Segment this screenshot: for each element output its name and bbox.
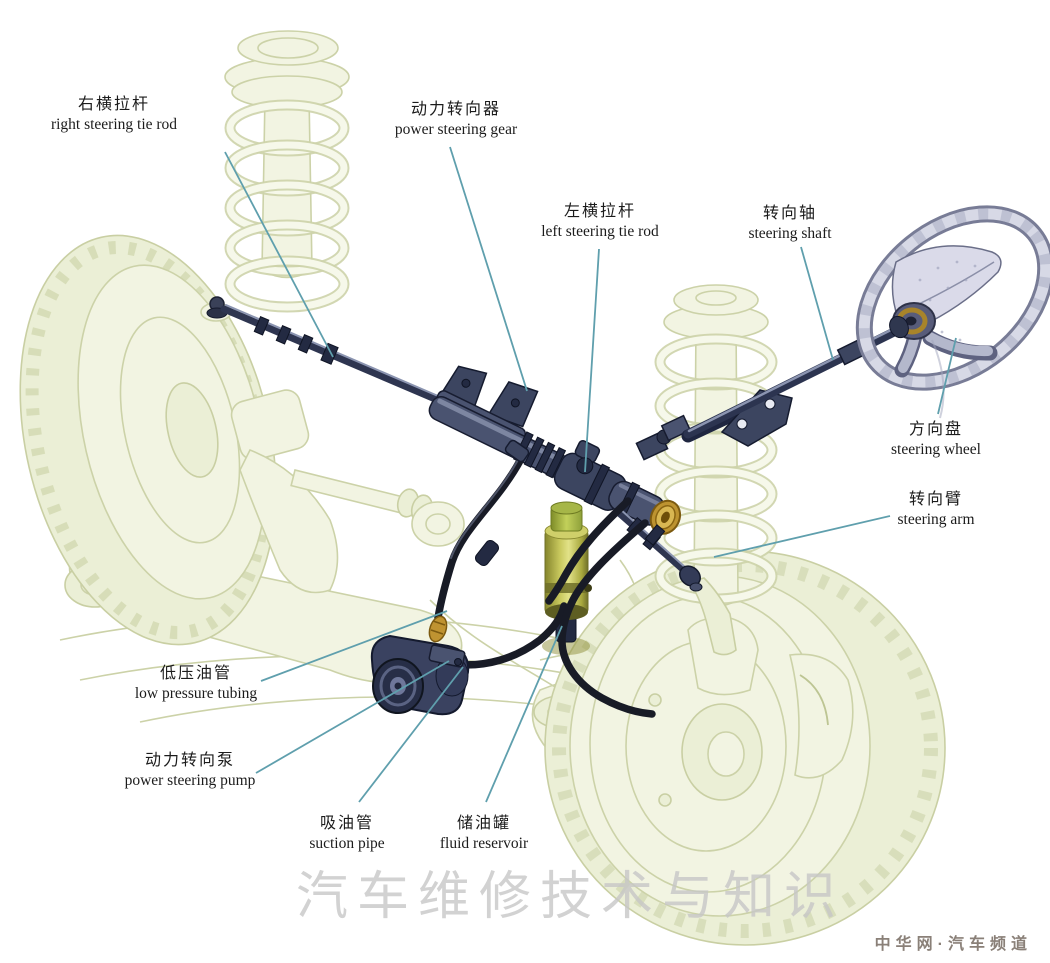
label-en-steering-wheel: steering wheel — [891, 440, 981, 458]
label-zh-fluid-reservoir: 储油罐 — [456, 815, 512, 832]
label-en-power-steering-pump: power steering pump — [124, 771, 256, 789]
right-tie-rod-art — [206, 296, 483, 425]
ghost-right-wheel — [544, 550, 946, 946]
leader-line-fluid-reservoir — [485, 625, 563, 803]
label-en-right-steering-tie-rod: right steering tie rod — [50, 115, 178, 133]
callout-power-steering-gear: 动力转向器 power steering gear — [395, 100, 517, 139]
ghost-steering-arm — [688, 577, 737, 656]
ghost-left-knuckle — [200, 302, 465, 594]
leader-line-suction-pipe — [358, 666, 464, 803]
label-zh-power-steering-pump: 动力转向泵 — [144, 752, 236, 769]
label-zh-low-pressure-tubing: 低压油管 — [159, 665, 233, 682]
callout-right-steering-tie-rod: 右横拉杆 right steering tie rod — [51, 95, 177, 134]
label-en-low-pressure-tubing: low pressure tubing — [134, 684, 258, 702]
label-en-suction-pipe: suction pipe — [309, 834, 385, 852]
callout-power-steering-pump: 动力转向泵 power steering pump — [125, 751, 256, 790]
pressure-hose-a — [558, 519, 656, 718]
leader-line-power-steering-gear — [449, 146, 528, 392]
leader-lines — [224, 146, 957, 803]
label-zh-left-steering-tie-rod: 左横拉杆 — [563, 203, 636, 220]
label-zh-suction-pipe: 吸油管 — [319, 815, 374, 832]
callout-fluid-reservoir: 储油罐 fluid reservoir — [440, 814, 528, 853]
leader-line-right-steering-tie-rod — [224, 151, 334, 358]
leader-line-left-steering-tie-rod — [584, 248, 600, 473]
steering-shaft-art — [635, 323, 907, 461]
low-pressure-hose — [434, 455, 525, 622]
label-zh-steering-wheel: 方向盘 — [908, 421, 964, 438]
leader-line-steering-shaft — [800, 246, 834, 361]
leader-line-low-pressure-tubing — [260, 610, 448, 682]
callout-suction-pipe: 吸油管 suction pipe — [309, 814, 384, 853]
leader-line-steering-arm — [713, 515, 891, 558]
label-zh-steering-arm: 转向臂 — [908, 491, 964, 508]
watermark-text: 汽车维修技术与知识 — [296, 868, 846, 926]
label-en-steering-shaft: steering shaft — [748, 224, 832, 242]
callout-left-steering-tie-rod: 左横拉杆 left steering tie rod — [541, 202, 659, 241]
label-en-fluid-reservoir: fluid reservoir — [439, 834, 529, 852]
suction-hose — [448, 602, 568, 669]
label-en-steering-arm: steering arm — [897, 510, 975, 528]
label-zh-right-steering-tie-rod: 右横拉杆 — [77, 96, 150, 113]
callout-low-pressure-tubing: 低压油管 low pressure tubing — [135, 664, 257, 703]
callout-steering-wheel: 方向盘 steering wheel — [891, 420, 981, 459]
label-en-left-steering-tie-rod: left steering tie rod — [541, 222, 659, 240]
ghost-left-strut — [224, 30, 350, 313]
steering-gear-art — [428, 365, 682, 535]
pump-art — [370, 615, 470, 716]
label-zh-power-steering-gear: 动力转向器 — [410, 101, 502, 118]
ghost-right-strut — [654, 284, 778, 696]
callout-steering-shaft: 转向轴 steering shaft — [748, 204, 831, 243]
ghost-left-wheel — [19, 234, 277, 646]
steering-wheel-art — [855, 205, 1050, 419]
leader-line-power-steering-pump — [255, 660, 450, 774]
hoses-art — [434, 439, 666, 718]
pressure-hose-b — [545, 497, 632, 605]
label-zh-steering-shaft: 转向轴 — [762, 205, 818, 222]
leader-line-steering-wheel — [937, 337, 957, 415]
label-en-power-steering-gear: power steering gear — [394, 120, 518, 138]
callout-steering-arm: 转向臂 steering arm — [897, 490, 974, 529]
credit-text: 中华网·汽车频道 — [874, 936, 1032, 953]
